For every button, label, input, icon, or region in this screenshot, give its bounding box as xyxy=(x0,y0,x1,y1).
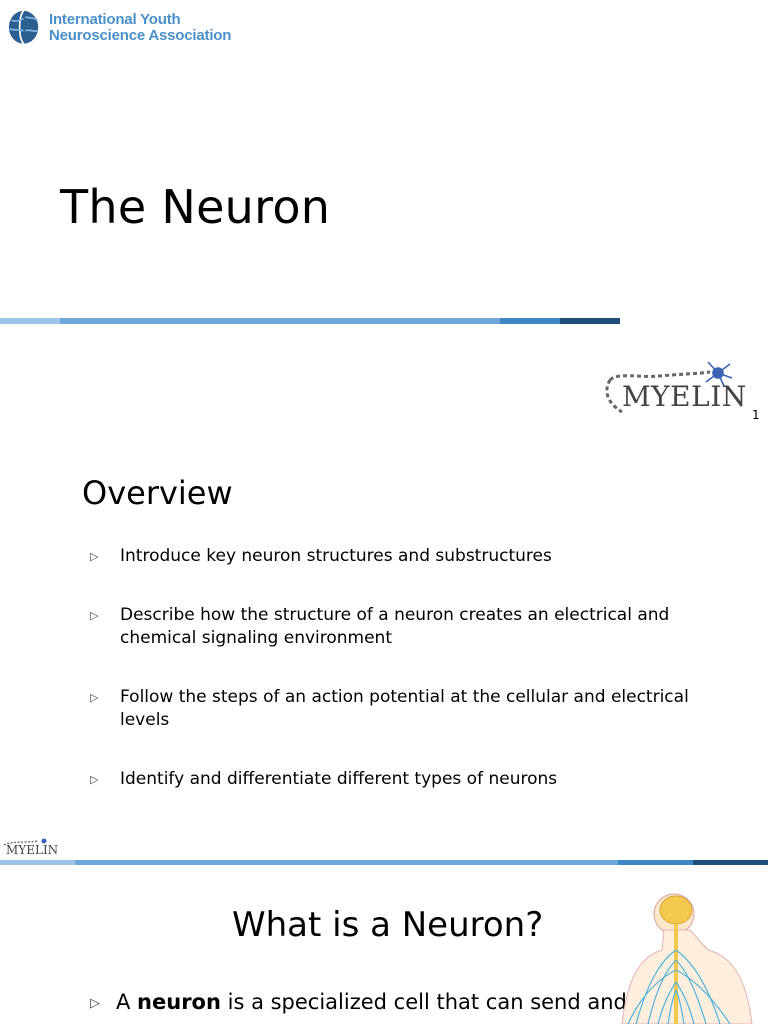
slide-heading: Overview xyxy=(82,474,233,512)
triangle-right-outline-icon: ▷ xyxy=(90,691,99,704)
slide-heading: What is a Neuron? xyxy=(232,905,544,945)
myelin-logo-text: MYELIN xyxy=(622,380,747,413)
myelin-logo-small: MYELIN xyxy=(0,835,60,861)
human-nervous-system-icon xyxy=(621,893,753,1024)
myelin-logo-text: MYELIN xyxy=(6,843,59,857)
myelin-logo: MYELIN xyxy=(600,358,758,424)
myelin-neuron-icon xyxy=(605,361,733,414)
color-band xyxy=(0,860,768,865)
myelin-neuron-icon xyxy=(3,838,47,846)
brain-globe-icon xyxy=(8,10,39,45)
triangle-right-outline-icon: ▷ xyxy=(90,773,99,786)
page-title: The Neuron xyxy=(60,180,331,234)
triangle-right-outline-icon: ▷ xyxy=(90,550,99,563)
list-item: ▷A neuron is a specialized cell that can… xyxy=(90,990,627,1014)
bold-term: neuron xyxy=(137,990,221,1014)
triangle-right-outline-icon: ▷ xyxy=(90,609,99,622)
list-item: ▷ Introduce key neuron structures and su… xyxy=(90,546,552,566)
color-band xyxy=(0,318,620,324)
page-number: 1 xyxy=(752,408,760,422)
org-name: International Youth Neuroscience Associa… xyxy=(49,12,231,44)
triangle-right-outline-icon: ▷ xyxy=(90,996,100,1011)
org-name-line2: Neuroscience Association xyxy=(49,27,232,44)
list-item: ▷ Identify and differentiate different t… xyxy=(90,769,558,789)
list-item: ▷ Follow the steps of an action potentia… xyxy=(90,687,689,730)
slide-title: International Youth Neuroscience Associa… xyxy=(0,0,768,432)
list-item: ▷ Describe how the structure of a neuron… xyxy=(90,605,670,648)
org-name-line1: International Youth xyxy=(49,11,181,28)
